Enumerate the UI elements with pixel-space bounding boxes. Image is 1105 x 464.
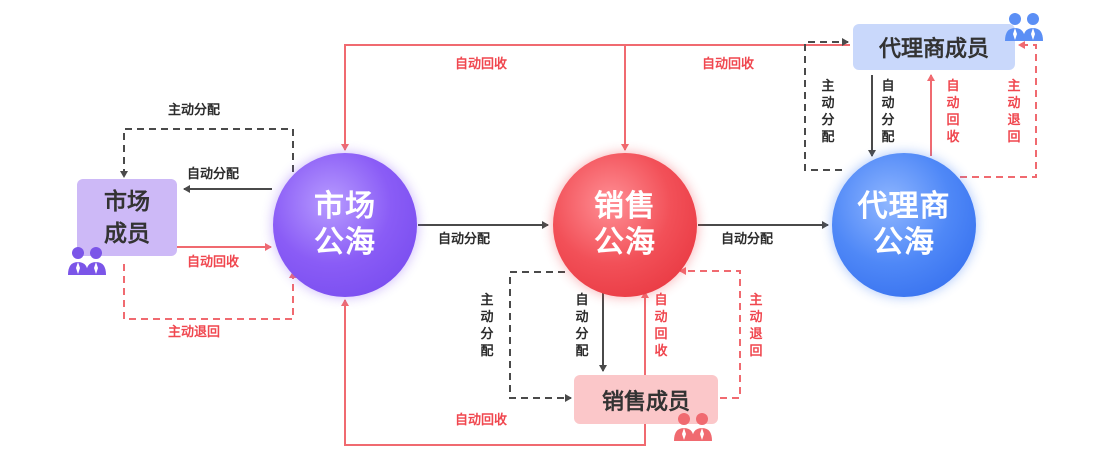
agent-pool-node: 代理商公海	[832, 153, 976, 297]
label-top-reclaim-right: 自动回收	[702, 57, 755, 72]
label-top-reclaim-left: 自动回收	[455, 57, 508, 72]
sales-pool-label: 销售公海	[594, 189, 656, 260]
arrow-agent-manual-assign	[804, 38, 849, 171]
market-pool-circle	[273, 153, 417, 297]
market-member-box	[77, 179, 177, 256]
label-market-auto-assign: 自动分配	[187, 167, 240, 182]
label-sales-to-agent: 自动分配	[721, 232, 774, 247]
sales-pool-circle	[553, 153, 697, 297]
label-agent-auto-reclaim: 自动回收	[946, 79, 960, 145]
label-market-to-sales: 自动分配	[438, 232, 491, 247]
label-agent-manual-assign: 主动分配	[821, 79, 835, 145]
label-sales-manual-return: 主动退回	[749, 293, 763, 359]
arrow-bottom-reclaim	[341, 299, 646, 446]
arrow-top-reclaim	[341, 44, 850, 151]
agent-member-box	[853, 24, 1015, 70]
people-icon-sales	[674, 413, 712, 441]
label-agent-manual-return: 主动退回	[1007, 79, 1021, 145]
label-bottom-reclaim: 自动回收	[455, 413, 508, 428]
agent-pool-label: 代理商公海	[857, 189, 951, 260]
market-member-label: 市场成员	[104, 188, 150, 247]
sales-member-node: 销售成员	[574, 375, 718, 424]
sales-member-box	[574, 375, 718, 424]
sales-member-label: 销售成员	[601, 389, 690, 415]
market-pool-node: 市场公海	[273, 153, 417, 297]
label-sales-auto-assign: 自动分配	[575, 293, 589, 359]
label-market-manual-return: 主动退回	[168, 325, 221, 340]
people-icon-market	[68, 247, 106, 275]
agent-member-node: 代理商成员	[853, 24, 1015, 70]
label-sales-auto-reclaim: 自动回收	[654, 293, 668, 359]
label-market-manual-assign: 主动分配	[168, 103, 221, 118]
arrow-agent-manual-return	[960, 41, 1037, 178]
label-agent-auto-assign: 自动分配	[881, 79, 895, 145]
label-market-auto-reclaim: 自动回收	[187, 255, 240, 270]
arrow-sales-manual-assign	[509, 271, 572, 402]
market-member-node: 市场成员	[77, 179, 177, 256]
agent-pool-circle	[832, 153, 976, 297]
market-pool-label: 市场公海	[314, 189, 376, 260]
label-sales-manual-assign: 主动分配	[480, 293, 494, 359]
agent-member-label: 代理商成员	[878, 37, 989, 62]
people-icon-agent	[1005, 13, 1043, 41]
sales-pool-node: 销售公海	[553, 153, 697, 297]
arrow-market-manual-return	[123, 264, 297, 320]
